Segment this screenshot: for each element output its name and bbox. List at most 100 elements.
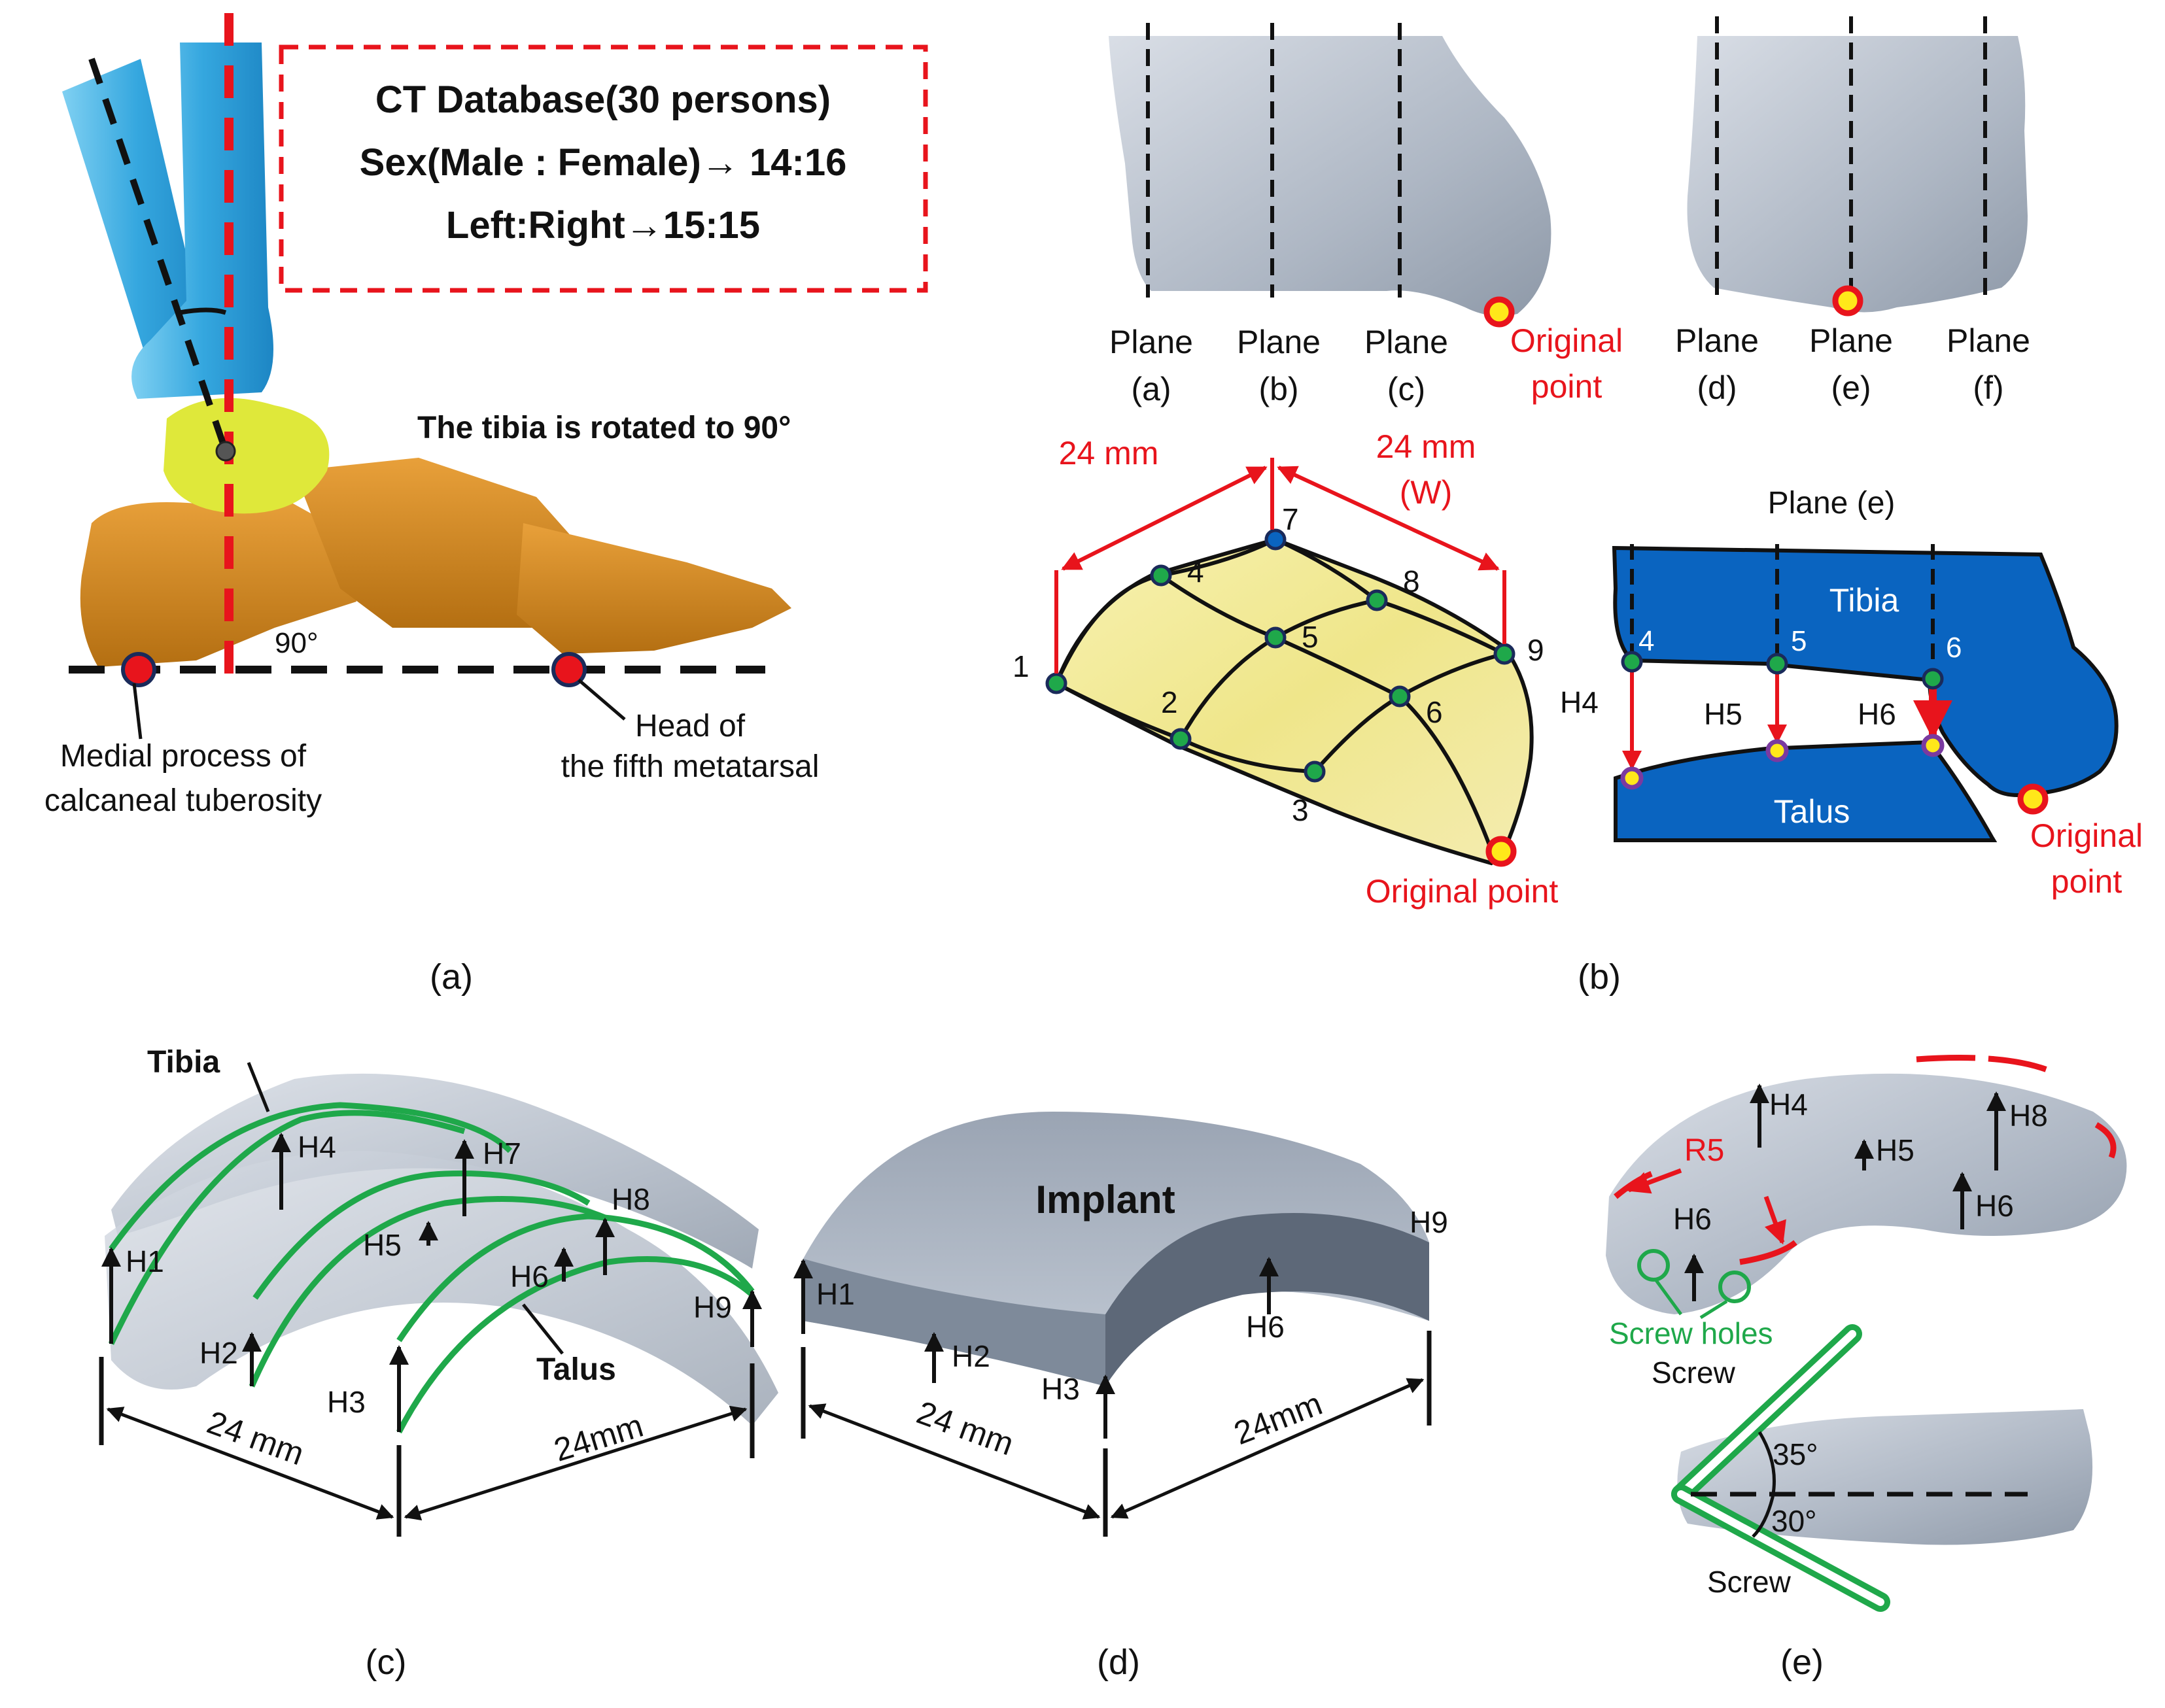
- medial-process-point: [121, 652, 156, 687]
- implant-side-view: [1677, 1409, 2093, 1545]
- box-line-2: Sex(Male : Female)→ 14:16: [360, 141, 847, 184]
- caption-a: (a): [430, 957, 473, 997]
- h7-label-c: H7: [483, 1136, 521, 1170]
- section-original-2: point: [2051, 863, 2122, 900]
- h3-label-c: H3: [327, 1385, 366, 1419]
- green-curve-h1-h4-h7: [108, 1110, 466, 1345]
- implant-label: Implant: [1035, 1178, 1175, 1221]
- original-label-1: Original: [1510, 322, 1623, 359]
- caption-b: (b): [1578, 957, 1621, 997]
- panel-c: H1 H2 H3 H4 H5 H6 H7 H8 H9 Tibia Talus 2…: [99, 1045, 778, 1682]
- implant-back: [1105, 1213, 1429, 1386]
- r5-label: R5: [1684, 1133, 1724, 1168]
- h5-label-e: H5: [1876, 1133, 1914, 1167]
- screw-upper-inner: [1677, 1330, 1856, 1498]
- section-tibia-label: Tibia: [1829, 582, 1899, 619]
- h6-label-d: H6: [1246, 1310, 1285, 1344]
- caption-c: (c): [366, 1643, 407, 1682]
- h9-label-d: H9: [1410, 1205, 1448, 1239]
- plane-e-title: Plane (e): [1768, 486, 1896, 521]
- h6-label-e-right: H6: [1975, 1189, 2014, 1223]
- head-label-1: Head of: [635, 709, 746, 743]
- section-original-1: Original: [2030, 817, 2143, 854]
- screw-hole-right: [1718, 1271, 1751, 1303]
- section-label-5: 5: [1791, 625, 1807, 657]
- h2-label-d: H2: [952, 1339, 990, 1373]
- green-curve-tibia-1: [109, 1102, 513, 1251]
- section-h6-label: H6: [1858, 697, 1896, 731]
- plane-d-letter: (d): [1697, 369, 1737, 406]
- point-label-1: 1: [1013, 649, 1030, 683]
- grid-line-6-orig: [1398, 694, 1493, 851]
- h1-label-c: H1: [126, 1244, 164, 1278]
- dim1-label-c: 24 mm: [202, 1404, 309, 1473]
- plane-b-letter: (b): [1258, 371, 1298, 407]
- section-point-h4: [1620, 766, 1644, 790]
- original-point-section: [2017, 783, 2049, 815]
- dim-right-label-1: 24 mm: [1376, 428, 1476, 465]
- h4-label-e: H4: [1769, 1087, 1808, 1121]
- panel-d: Implant H1 H2 H3 H6 H9 24 mm 24mm (d): [793, 1112, 1448, 1682]
- box-line-1: CT Database(30 persons): [375, 78, 831, 121]
- green-curve-tibia-3: [396, 1213, 755, 1342]
- rotation-arc: [179, 307, 227, 315]
- section-h5-label: H5: [1704, 697, 1742, 731]
- metatarsal-bones: [517, 523, 791, 654]
- h4-label-c: H4: [298, 1130, 336, 1164]
- dim-arrow-left: [1061, 466, 1268, 571]
- plane-d-word: Plane: [1675, 322, 1759, 359]
- plane-f-letter: (f): [1973, 369, 2003, 406]
- grid-point-4: [1150, 564, 1172, 587]
- bone-front-view: [1687, 36, 2028, 313]
- section-point-h6: [1921, 734, 1945, 757]
- dim-left-label: 24 mm: [1059, 435, 1159, 471]
- grid-point-2: [1169, 728, 1192, 750]
- grid-point-8: [1366, 589, 1388, 611]
- r5-arrow-1: [1626, 1168, 1682, 1194]
- talus-leader-c: [522, 1303, 564, 1355]
- grid-point-6: [1389, 685, 1411, 708]
- screw-hole-left: [1637, 1249, 1670, 1282]
- implant-top-view: [1606, 1073, 2127, 1314]
- calcaneus-bone: [80, 497, 357, 667]
- section-point-5: [1766, 653, 1788, 675]
- screw-label-1: Screw: [1652, 1356, 1736, 1390]
- dim-arrow-1-c: [106, 1407, 394, 1520]
- green-curve-h3-h6-h9: [396, 1256, 754, 1434]
- tibia-label-c: Tibia: [147, 1045, 220, 1080]
- plane-e-word: Plane: [1809, 322, 1893, 359]
- original-point-front: [1832, 285, 1863, 316]
- dim-arrow-right: [1277, 466, 1500, 571]
- tibia-bone: [131, 43, 273, 399]
- point-label-9: 9: [1527, 633, 1544, 667]
- point-label-5: 5: [1302, 620, 1319, 654]
- grid-point-3: [1304, 760, 1326, 783]
- screw-lower-inner: [1677, 1490, 1884, 1606]
- ct-database-box: [279, 44, 928, 293]
- angle-35-label: 35°: [1773, 1437, 1818, 1471]
- medial-leader: [132, 683, 143, 740]
- original-label-2: point: [1531, 368, 1602, 405]
- h1-label-d: H1: [816, 1277, 855, 1311]
- section-point-h5: [1765, 739, 1789, 762]
- implant-side: [803, 1259, 1105, 1386]
- h2-label-c: H2: [199, 1336, 238, 1370]
- green-curve-tibia-2: [252, 1170, 591, 1300]
- tibial-axis: [88, 58, 229, 453]
- point-label-6: 6: [1426, 695, 1443, 729]
- grid-point-5: [1264, 626, 1287, 649]
- rotation-note: The tibia is rotated to 90°: [417, 411, 791, 445]
- h5-label-c: H5: [363, 1228, 402, 1262]
- bone-side-view: [1109, 36, 1551, 316]
- screw-hole-leader-1: [1654, 1279, 1683, 1316]
- plane-b-word: Plane: [1237, 324, 1321, 360]
- grid-point-9: [1493, 643, 1516, 665]
- original-point-side: [1483, 296, 1515, 328]
- plane-c-letter: (c): [1387, 371, 1425, 407]
- head-label-2: the fifth metatarsal: [561, 749, 820, 784]
- section-point-4: [1621, 651, 1643, 673]
- tibia-leader-c: [247, 1062, 270, 1112]
- box-line-3: Left:Right→15:15: [446, 204, 760, 247]
- grid-point-1: [1045, 672, 1067, 694]
